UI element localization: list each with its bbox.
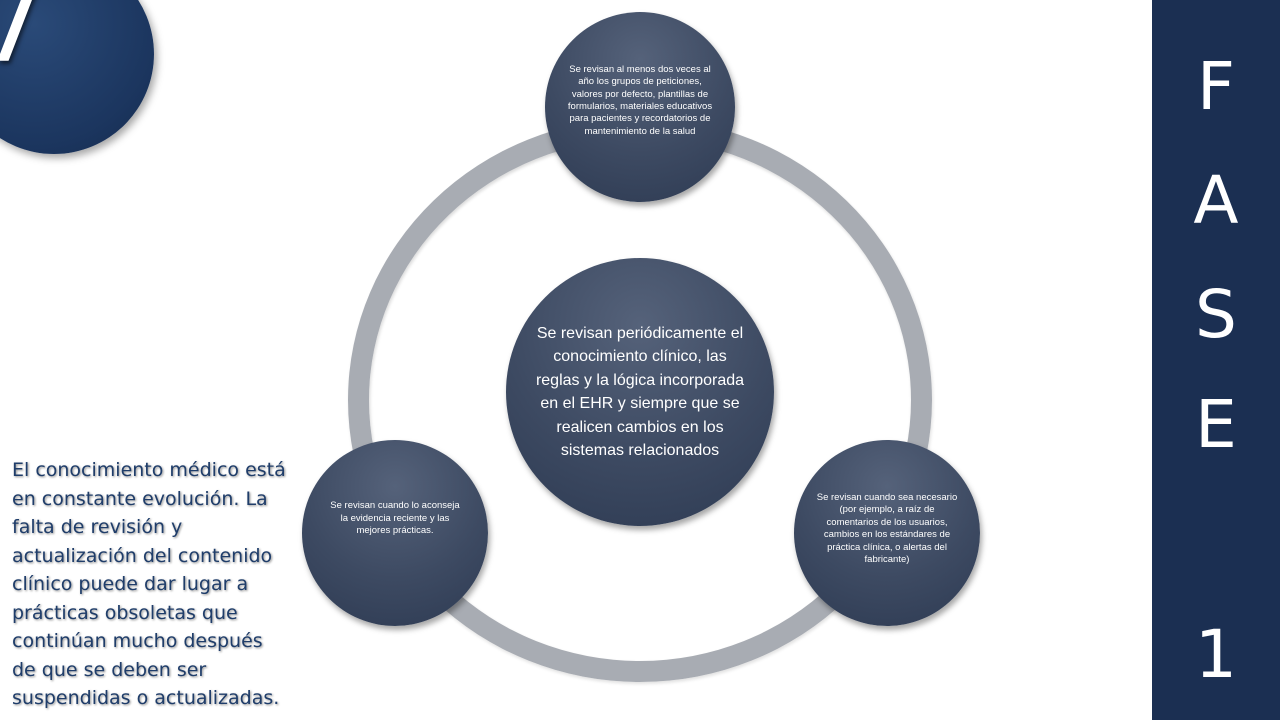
top-node-text: Se revisan al menos dos veces al año los… — [567, 64, 713, 137]
center-node-text: Se revisan periódicamente el conocimient… — [535, 324, 745, 460]
phase-number: 1 — [1195, 616, 1237, 693]
top-node: Se revisan al menos dos veces al año los… — [545, 12, 735, 202]
center-node: Se revisan periódicamente el conocimient… — [506, 258, 774, 526]
phase-letter: A — [1193, 162, 1239, 239]
left-node: Se revisan cuando lo aconseja la evidenc… — [302, 440, 488, 626]
phase-letter: E — [1195, 386, 1237, 463]
phase-letter: F — [1197, 48, 1235, 125]
slide-number-badge: 7 — [0, 0, 154, 154]
right-node-text: Se revisan cuando sea necesario (por eje… — [816, 491, 958, 566]
explanatory-note: El conocimiento médico está en constante… — [12, 459, 286, 709]
right-node: Se revisan cuando sea necesario (por eje… — [794, 440, 980, 626]
slide-number: 7 — [0, 0, 47, 87]
left-node-text: Se revisan cuando lo aconseja la evidenc… — [330, 500, 460, 537]
phase-letter: S — [1195, 276, 1237, 353]
phase-side-band: F A S E 1 — [1152, 0, 1280, 720]
